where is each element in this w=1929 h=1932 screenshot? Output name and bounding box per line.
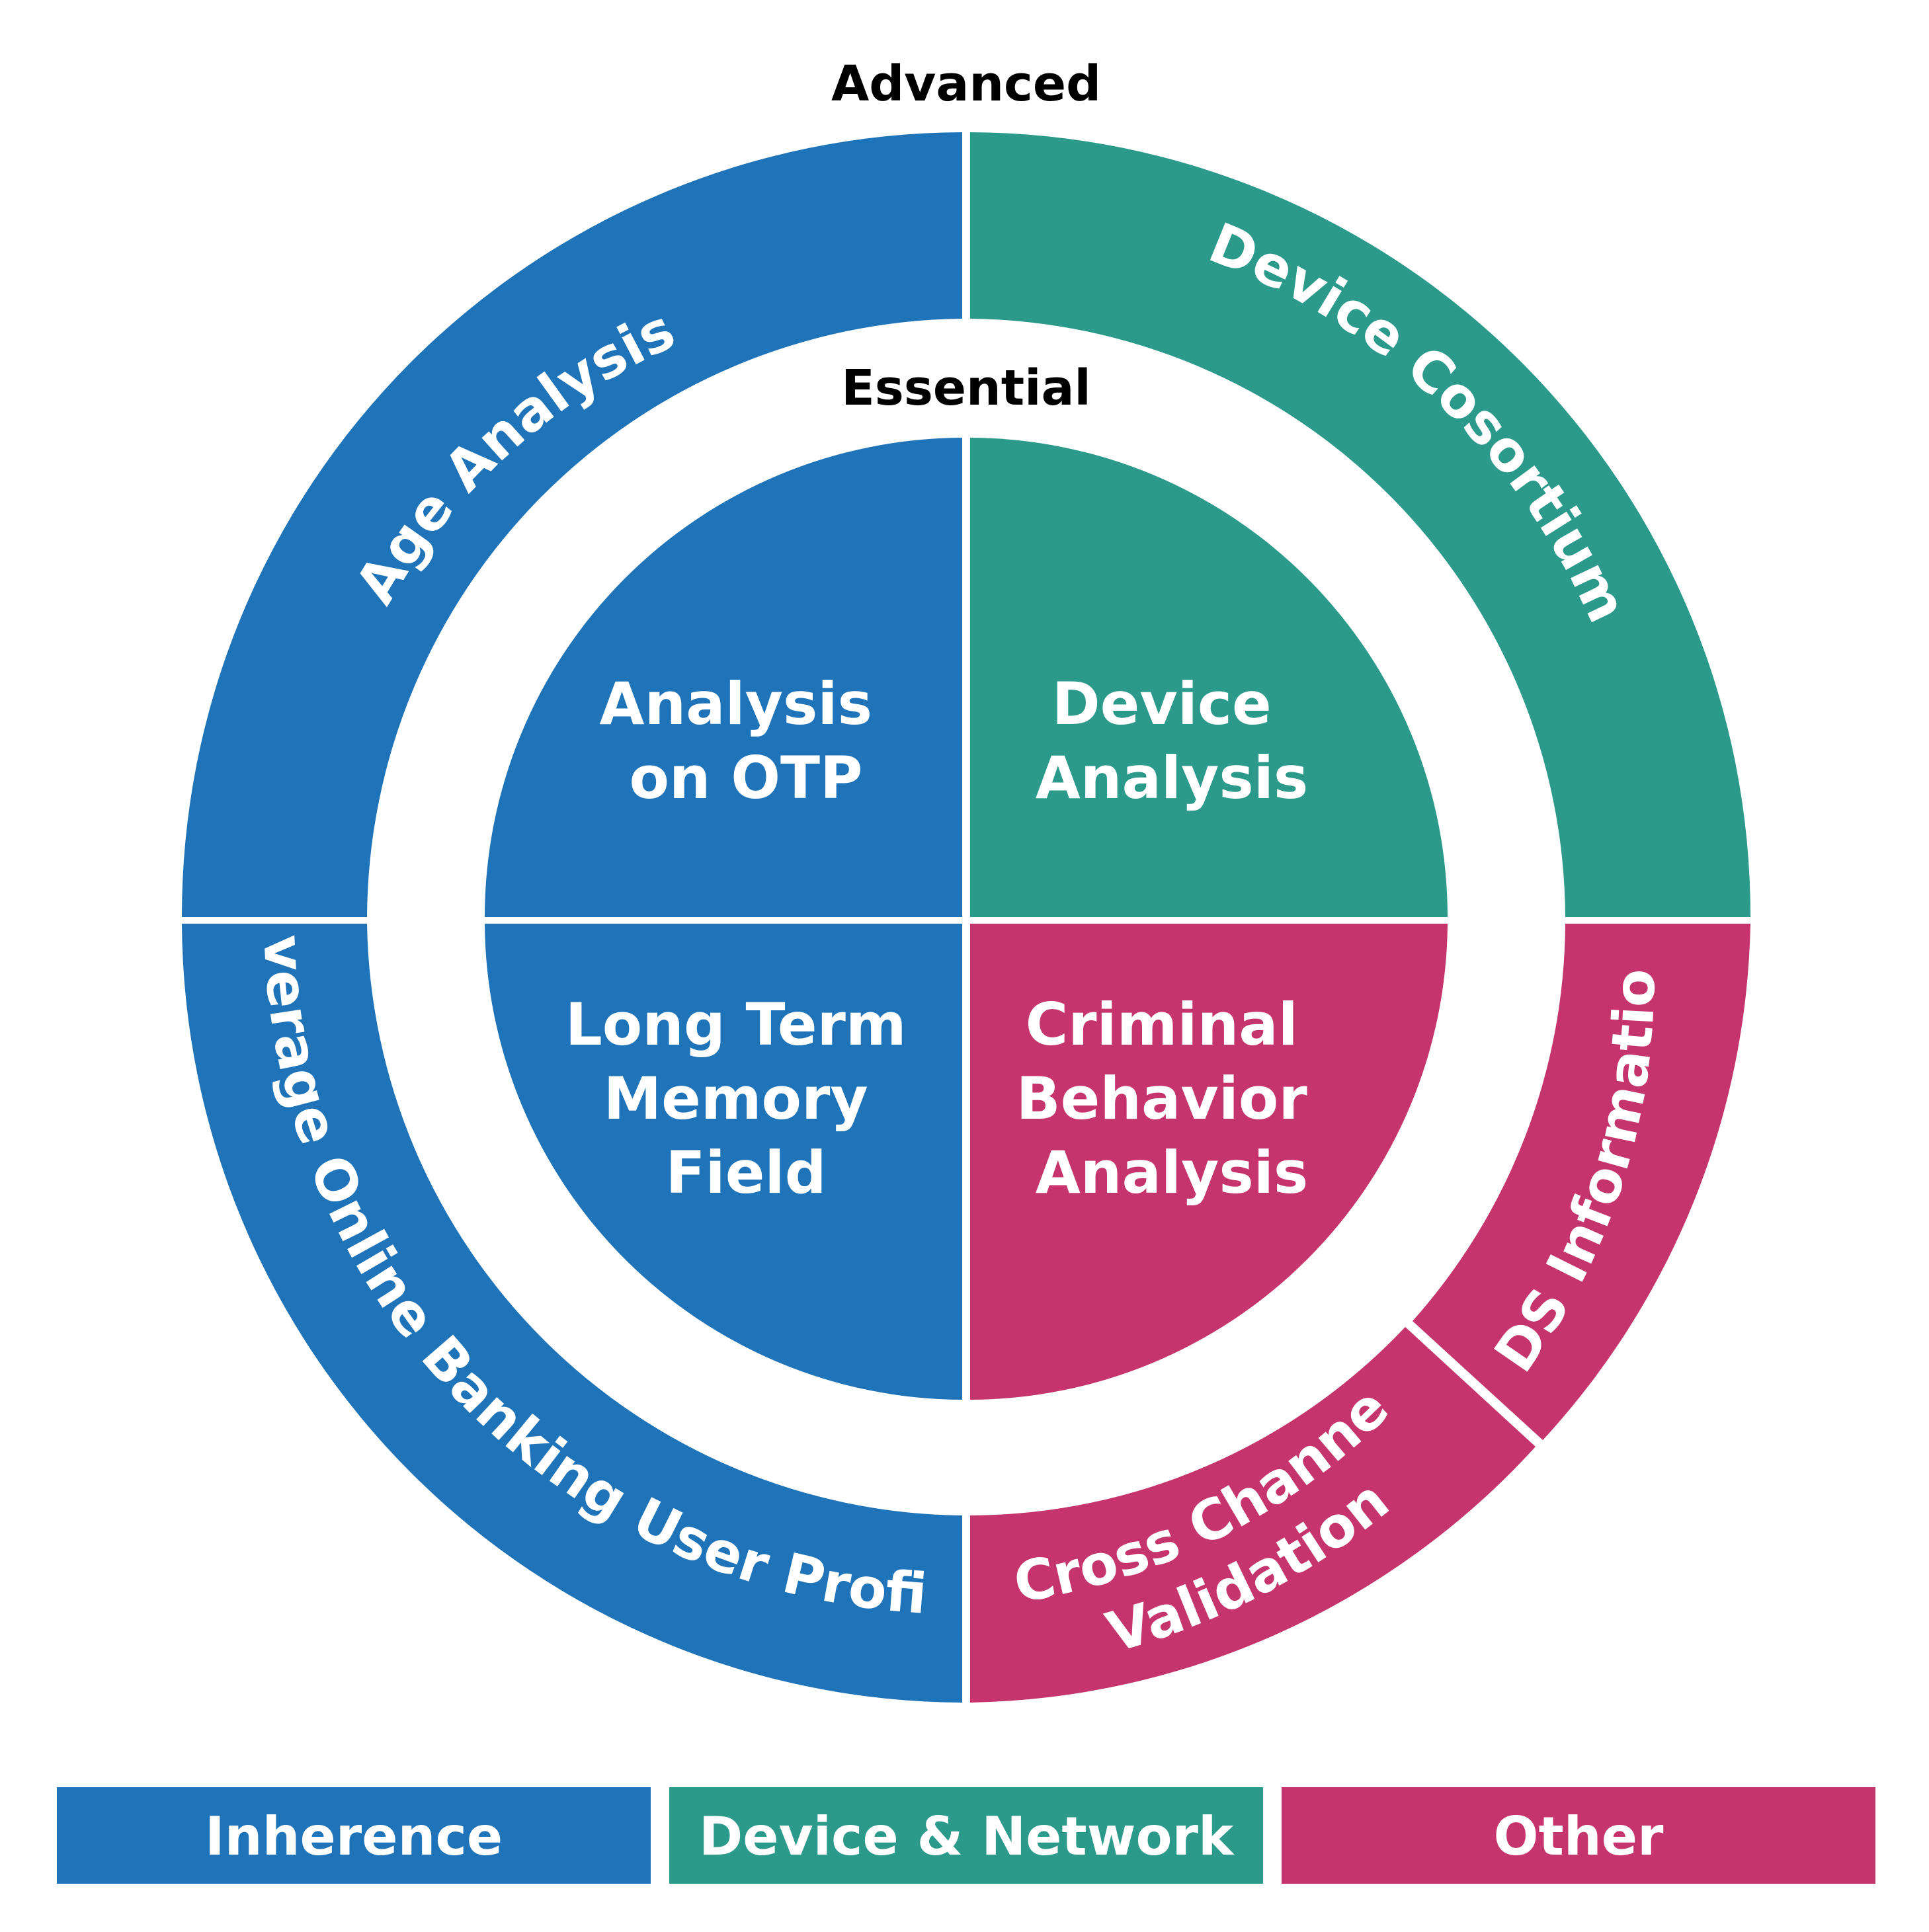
device-analysis-line2: Analysis <box>1036 744 1309 812</box>
criminal-line3: Analysis <box>1036 1139 1309 1207</box>
legend-swatch-other <box>1282 1787 1875 1884</box>
legend: Inherence Device & Network Other <box>57 1787 1875 1884</box>
long-term-line2: Memory <box>604 1065 868 1133</box>
outer-segment-leverage-profiles <box>182 924 962 1703</box>
legend-label-device-network: Device & Network <box>699 1806 1235 1867</box>
core-quadrant-long-term <box>485 924 962 1400</box>
long-term-line3: Field <box>665 1139 826 1207</box>
criminal-line2: Behavior <box>1016 1065 1308 1133</box>
core-quadrant-analysis-otp <box>485 438 962 917</box>
analysis-otp-line1: Analysis <box>599 670 872 738</box>
criminal-label: Criminal Behavior Analysis <box>1016 990 1328 1207</box>
device-analysis-label: Device Analysis <box>1036 670 1309 812</box>
outer-segment-device-consortium <box>970 132 1751 917</box>
legend-swatch-device-network <box>669 1787 1263 1884</box>
inner-ring-title: Essential <box>841 360 1091 417</box>
outer-ring-title: Advanced <box>831 56 1101 112</box>
legend-swatch-inherence <box>57 1787 651 1884</box>
outer-segment-three-ds <box>1413 924 1750 1440</box>
legend-label-inherence: Inherence <box>205 1806 503 1867</box>
outer-segment-cross-channel <box>970 1327 1536 1703</box>
long-term-line1: Long Term <box>565 990 907 1059</box>
analysis-otp-label: Analysis on OTP <box>599 670 892 812</box>
device-analysis-line1: Device <box>1052 670 1272 738</box>
core-quadrant-device-analysis <box>970 438 1448 917</box>
analysis-otp-line2: on OTP <box>629 744 862 812</box>
core-quadrant-criminal <box>970 924 1448 1400</box>
criminal-line1: Criminal <box>1026 990 1298 1059</box>
long-term-label: Long Term Memory Field <box>565 990 927 1207</box>
outer-segment-age-analysis <box>181 132 962 917</box>
legend-label-other: Other <box>1494 1806 1664 1867</box>
